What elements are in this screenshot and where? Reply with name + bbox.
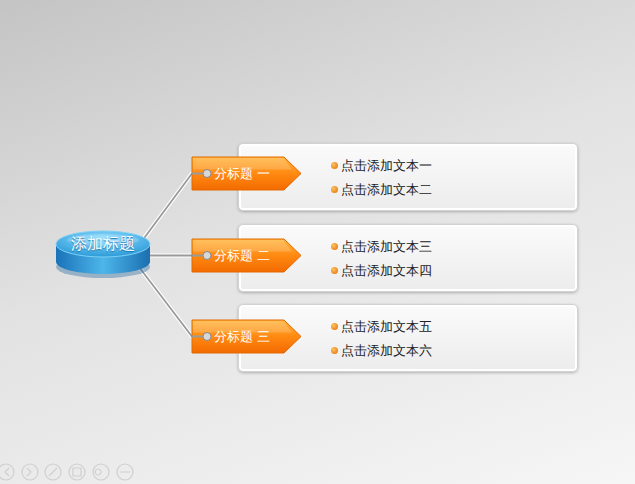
- subtitle-tag: 分标题 二: [192, 239, 301, 272]
- title-disc: 添加标题: [55, 229, 151, 279]
- bullet-text: 点击添加文本三: [341, 235, 565, 259]
- bullet-text: 点击添加文本一: [341, 154, 565, 178]
- subtitle-tag: 分标题 一: [192, 157, 301, 190]
- node-label: 分标题 一: [192, 157, 301, 190]
- bullet-text: 点击添加文本四: [341, 259, 565, 283]
- bullet-text: 点击添加文本六: [341, 339, 565, 363]
- bullet-text: 点击添加文本二: [341, 178, 565, 202]
- node-label: 添加标题: [55, 229, 151, 255]
- connector-line: [139, 174, 192, 246]
- bullet-text: 点击添加文本五: [341, 315, 565, 339]
- node-label: 分标题 二: [192, 239, 301, 272]
- connector-line: [150, 255, 192, 256]
- node-label: 分标题 三: [192, 320, 301, 353]
- connector-line: [139, 267, 192, 337]
- subtitle-tag: 分标题 三: [192, 320, 301, 353]
